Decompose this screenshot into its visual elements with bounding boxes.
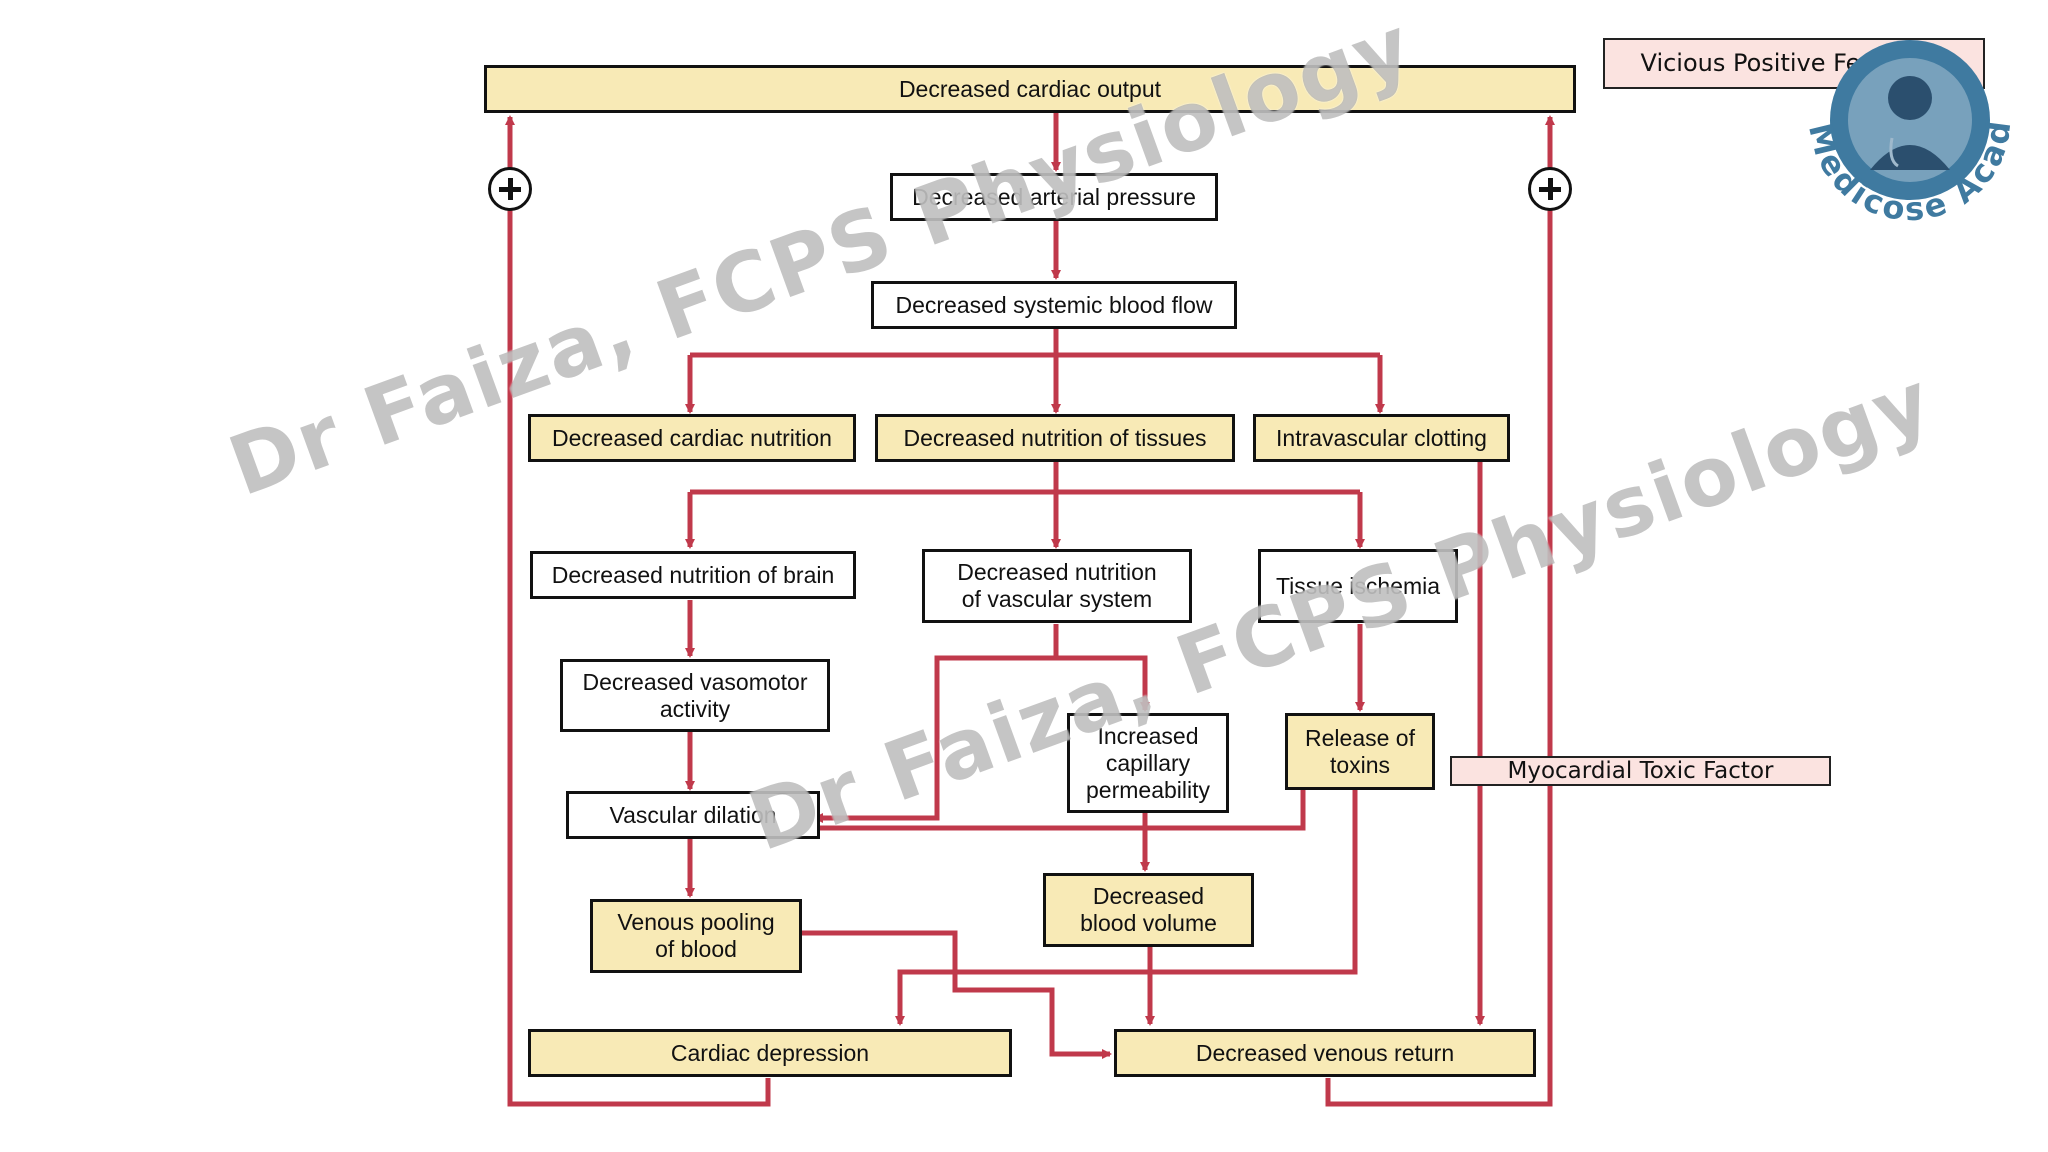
node-tissue-ischemia: Tissue ischemia — [1258, 549, 1458, 623]
medicose-academics-logo: Medicose Academics — [1780, 20, 2016, 229]
arrow-vascular-to-permeability — [1056, 655, 1150, 712]
node-decreased-systemic-blood-flow: Decreased systemic blood flow — [871, 281, 1237, 329]
arrow-depression-feedback — [505, 115, 771, 1107]
node-vascular-dilation: Vascular dilation — [566, 791, 820, 839]
node-decreased-arterial-pressure: Decreased arterial pressure — [890, 173, 1218, 221]
positive-feedback-plus-icon-right — [1528, 167, 1572, 211]
node-decreased-cardiac-output: Decreased cardiac output — [484, 65, 1576, 113]
arrow-tissue-split — [690, 462, 1360, 495]
node-decreased-cardiac-nutrition: Decreased cardiac nutrition — [528, 414, 856, 462]
node-venous-pooling-of-blood: Venous pooling of blood — [590, 899, 802, 973]
node-decreased-blood-volume: Decreased blood volume — [1043, 873, 1254, 947]
arrow-vascular-to-dilation — [813, 624, 1059, 823]
node-decreased-vasomotor-activity: Decreased vasomotor activity — [560, 659, 830, 732]
node-decreased-nutrition-of-tissues: Decreased nutrition of tissues — [875, 414, 1235, 462]
doctor-avatar-icon — [1888, 76, 1932, 120]
arrow-pooling-to-venous-return — [800, 930, 1112, 1059]
arrow-venous-return-feedback — [1325, 115, 1555, 1107]
arrow-toxins-to-depression — [895, 790, 1358, 1026]
node-decreased-venous-return: Decreased venous return — [1114, 1029, 1536, 1077]
node-intravascular-clotting: Intravascular clotting — [1253, 414, 1510, 462]
node-decreased-nutrition-of-vascular-system: Decreased nutrition of vascular system — [922, 549, 1192, 623]
node-release-of-toxins: Release of toxins — [1285, 713, 1435, 790]
arrow-toxins-to-dilation — [815, 790, 1306, 831]
callout-myocardial-toxic-factor: Myocardial Toxic Factor — [1450, 756, 1831, 786]
node-increased-capillary-permeability: Increased capillary permeability — [1067, 713, 1229, 813]
arrow-flow-split — [690, 328, 1380, 358]
positive-feedback-plus-icon-left — [488, 167, 532, 211]
node-cardiac-depression: Cardiac depression — [528, 1029, 1012, 1077]
node-decreased-nutrition-of-brain: Decreased nutrition of brain — [530, 551, 856, 599]
